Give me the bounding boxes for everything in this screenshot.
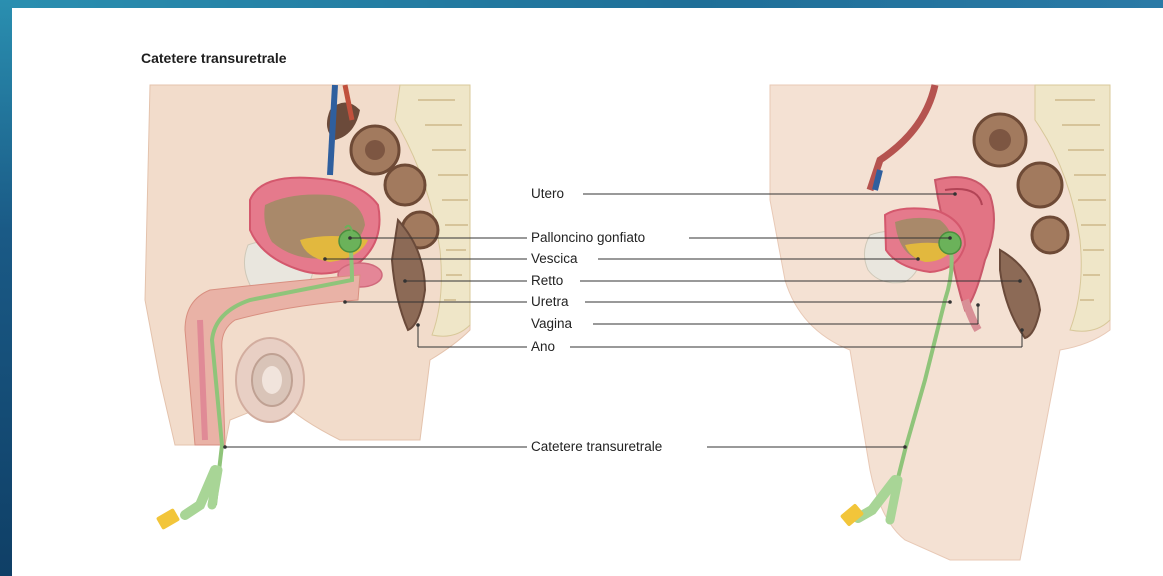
male-pelvis-illustration: [145, 85, 470, 530]
female-pelvis-illustration: [770, 85, 1110, 560]
label-catetere-transuretrale: Catetere transuretrale: [531, 439, 662, 455]
label-ano: Ano: [531, 339, 555, 355]
label-palloncino-gonfiato: Palloncino gonfiato: [531, 230, 645, 246]
label-uretra: Uretra: [531, 294, 569, 310]
label-vagina: Vagina: [531, 316, 572, 332]
label-retto: Retto: [531, 273, 563, 289]
label-vescica: Vescica: [531, 251, 578, 267]
label-utero: Utero: [531, 186, 564, 202]
